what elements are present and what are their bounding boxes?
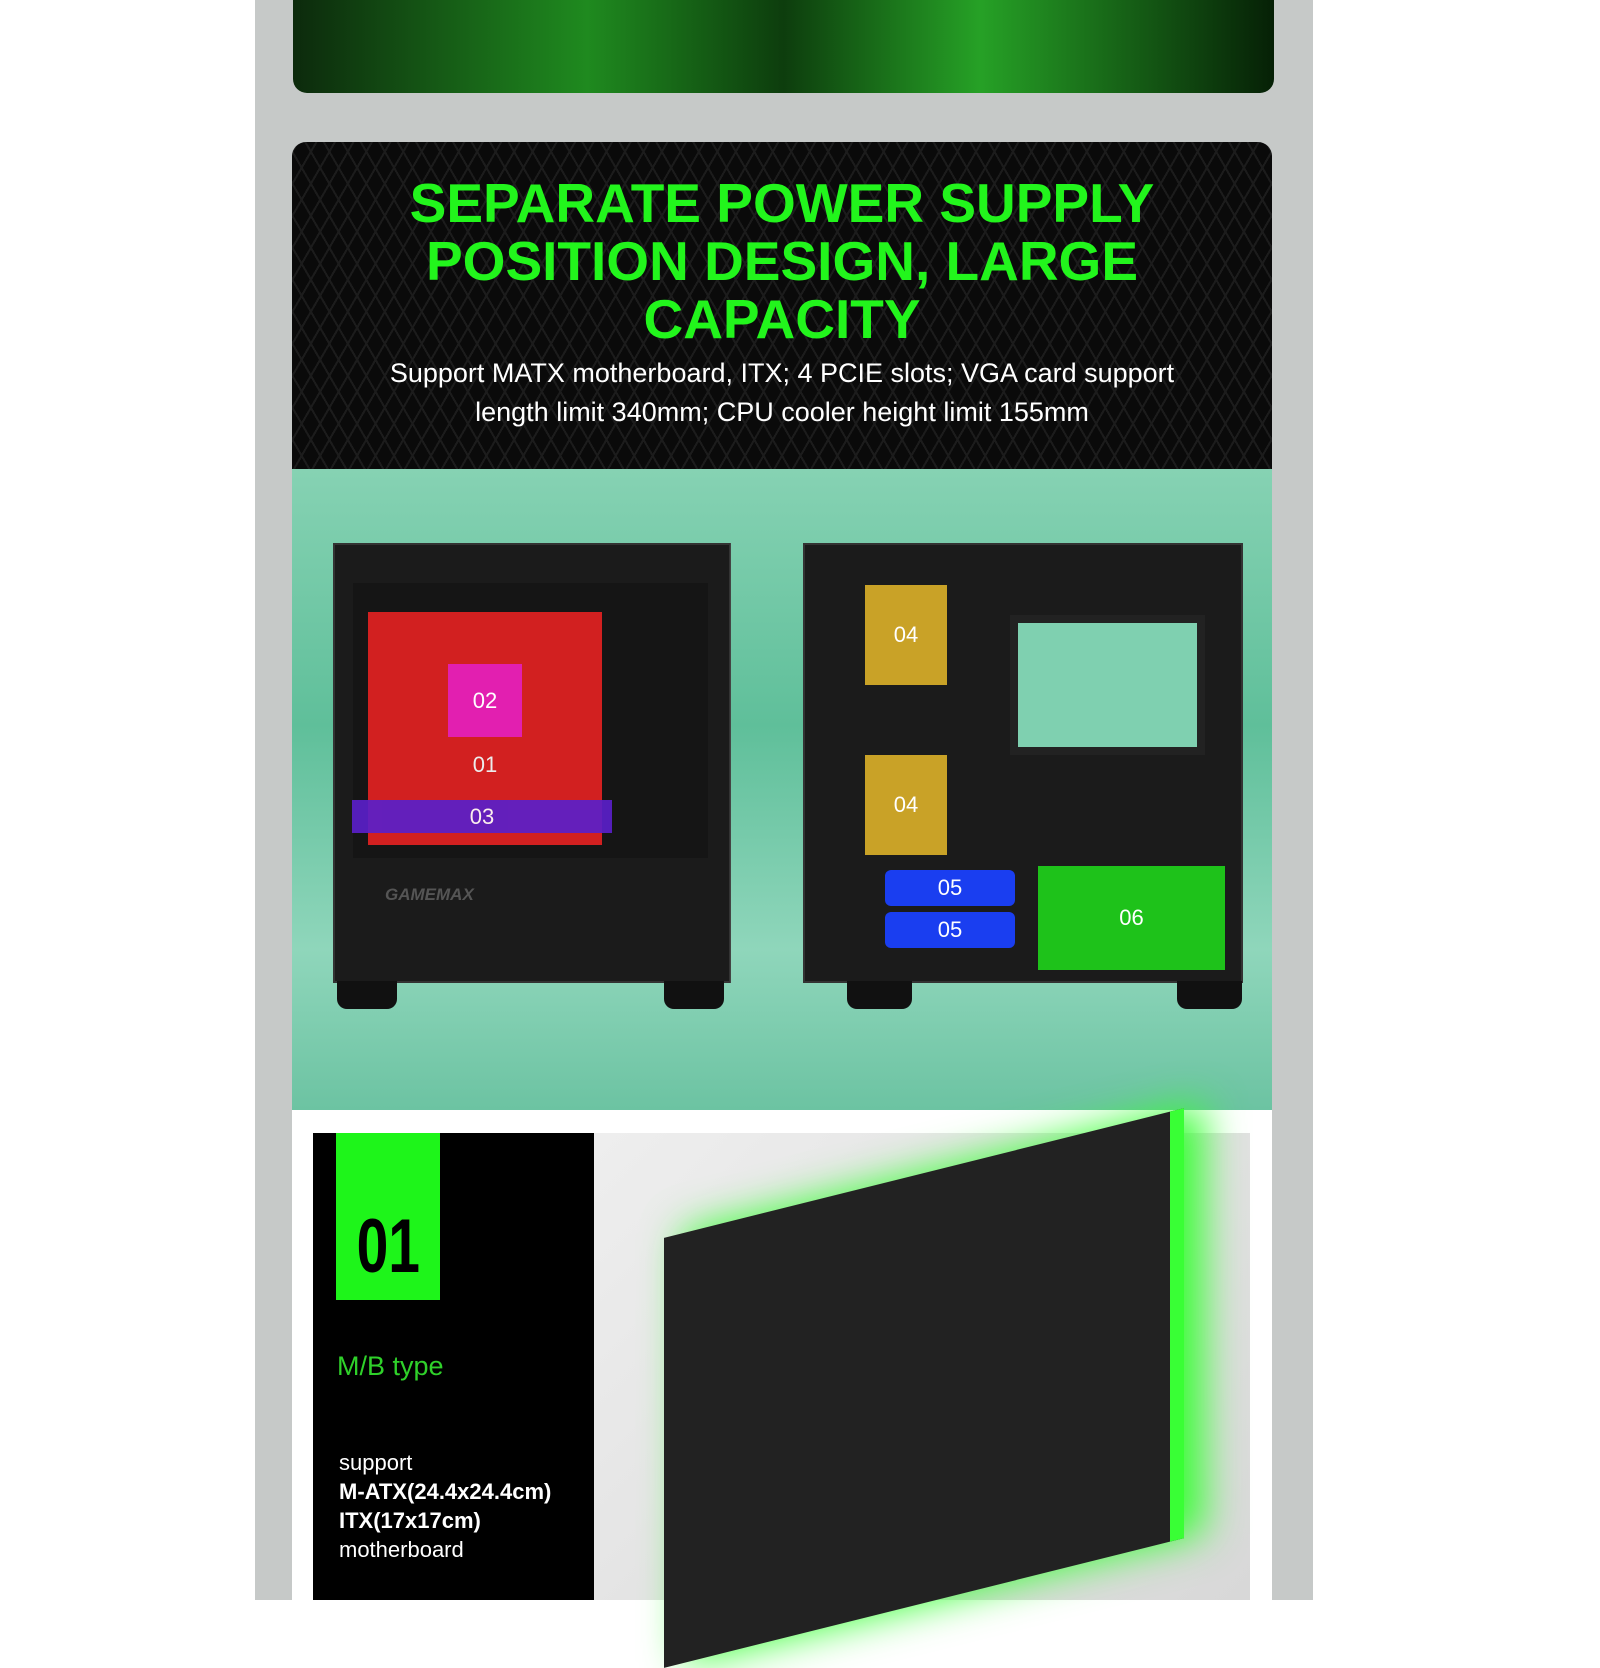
hero-banner: SEPARATE POWER SUPPLY POSITION DESIGN, L…	[292, 142, 1272, 469]
feature-number: 01	[356, 1204, 420, 1289]
psu-zone: 06	[1038, 866, 1225, 970]
ssd-bay-bottom: 04	[865, 755, 947, 855]
feature-number-badge: 01	[336, 1133, 440, 1300]
spec-line: M-ATX(24.4x24.4cm)	[339, 1479, 552, 1504]
case-foot	[337, 981, 397, 1009]
feature-spec: support M-ATX(24.4x24.4cm) ITX(17x17cm) …	[339, 1448, 551, 1564]
pcie-zone: 03	[352, 800, 612, 833]
label-04: 04	[893, 622, 919, 647]
label-05: 05	[937, 917, 963, 942]
label-06: 06	[1119, 905, 1144, 930]
label-01: 01	[472, 752, 498, 777]
front-panel-edge	[730, 543, 731, 983]
feature-card: 01 M/B type support M-ATX(24.4x24.4cm) I…	[313, 1133, 594, 1600]
case-diagram: GAMEMAX 01 02 03 04 04 05 05 06	[292, 469, 1272, 1110]
subtitle-line: length limit 340mm; CPU cooler height li…	[475, 397, 1089, 427]
label-03: 03	[469, 803, 495, 829]
hero-subtitle: Support MATX motherboard, ITX; 4 PCIE sl…	[292, 354, 1272, 432]
title-line: SEPARATE POWER SUPPLY	[409, 172, 1155, 234]
hdd-bay-bottom: 05	[885, 912, 1015, 948]
motherboard-illustration	[664, 1108, 1184, 1668]
label-04: 04	[893, 792, 919, 817]
label-02: 02	[472, 687, 498, 713]
feature-heading: M/B type	[337, 1351, 444, 1381]
spec-line: motherboard	[339, 1537, 464, 1562]
brand-logo: GAMEMAX	[385, 885, 474, 904]
title-line: POSITION DESIGN, LARGE	[425, 230, 1139, 292]
hdd-bay-top: 05	[885, 870, 1015, 906]
spec-line: support	[339, 1450, 413, 1475]
hero-title: SEPARATE POWER SUPPLY POSITION DESIGN, L…	[292, 174, 1272, 348]
case-foot	[847, 981, 912, 1009]
label-05: 05	[937, 875, 963, 900]
motherboard-image	[594, 1108, 1250, 1668]
spec-line: ITX(17x17cm)	[339, 1508, 481, 1533]
title-line: CAPACITY	[643, 288, 921, 350]
cpu-cutout	[1010, 615, 1205, 755]
subtitle-line: Support MATX motherboard, ITX; 4 PCIE sl…	[389, 358, 1175, 388]
top-banner-image	[293, 0, 1274, 93]
case-foot	[664, 981, 724, 1009]
cpu-zone: 02	[448, 664, 522, 737]
case-foot	[1177, 981, 1242, 1009]
ssd-bay-top: 04	[865, 585, 947, 685]
